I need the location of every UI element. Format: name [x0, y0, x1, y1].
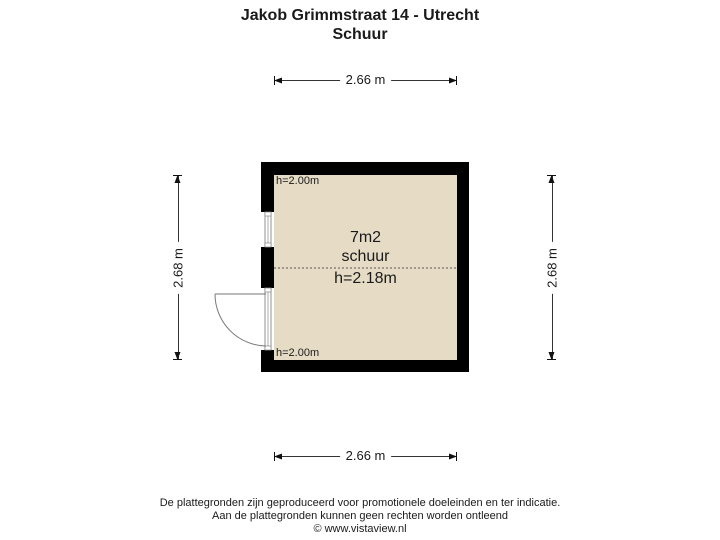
dimension-bottom-label: 2.66 m: [339, 448, 392, 463]
wall-left-middle: [261, 247, 274, 288]
copyright-link[interactable]: © www.vistaview.nl: [313, 523, 407, 535]
dimension-right: 2.68 m: [544, 175, 560, 360]
wall-left-lower: [261, 350, 274, 372]
arrow-up-icon: [173, 175, 182, 183]
wall-bottom: [261, 360, 469, 372]
dimension-bottom: 2.66 m: [274, 448, 457, 463]
dimension-top: 2.66 m: [274, 72, 457, 87]
wall-top: [261, 162, 469, 175]
arrow-right-icon: [449, 452, 457, 461]
arrow-right-icon: [449, 76, 457, 85]
height-note-bottom-left: h=2.00m: [276, 347, 320, 359]
arrow-down-icon: [173, 352, 182, 360]
disclaimer: De plattegronden zijn geproduceerd voor …: [0, 497, 720, 536]
arrow-left-icon: [274, 452, 282, 461]
door: [214, 287, 272, 351]
room-floor: [274, 175, 457, 360]
room-area: 7m2: [349, 229, 382, 246]
floor-title: Schuur: [332, 26, 388, 43]
window: [264, 211, 272, 248]
wall-left-upper: [261, 162, 274, 212]
arrow-up-icon: [547, 175, 556, 183]
dimension-left: 2.68 m: [170, 175, 186, 360]
height-note-top-left: h=2.00m: [276, 175, 320, 187]
room-name: schuur: [341, 248, 390, 265]
disclaimer-line-2: Aan de plattegronden kunnen geen rechten…: [211, 510, 508, 522]
arrow-down-icon: [547, 352, 556, 360]
dimension-top-label: 2.66 m: [339, 72, 392, 87]
room-height: h=2.18m: [334, 270, 397, 287]
address-title: Jakob Grimmstraat 14 - Utrecht: [240, 7, 480, 24]
wall-right: [457, 162, 469, 372]
arrow-left-icon: [274, 76, 282, 85]
disclaimer-line-1: De plattegronden zijn geproduceerd voor …: [159, 497, 561, 509]
